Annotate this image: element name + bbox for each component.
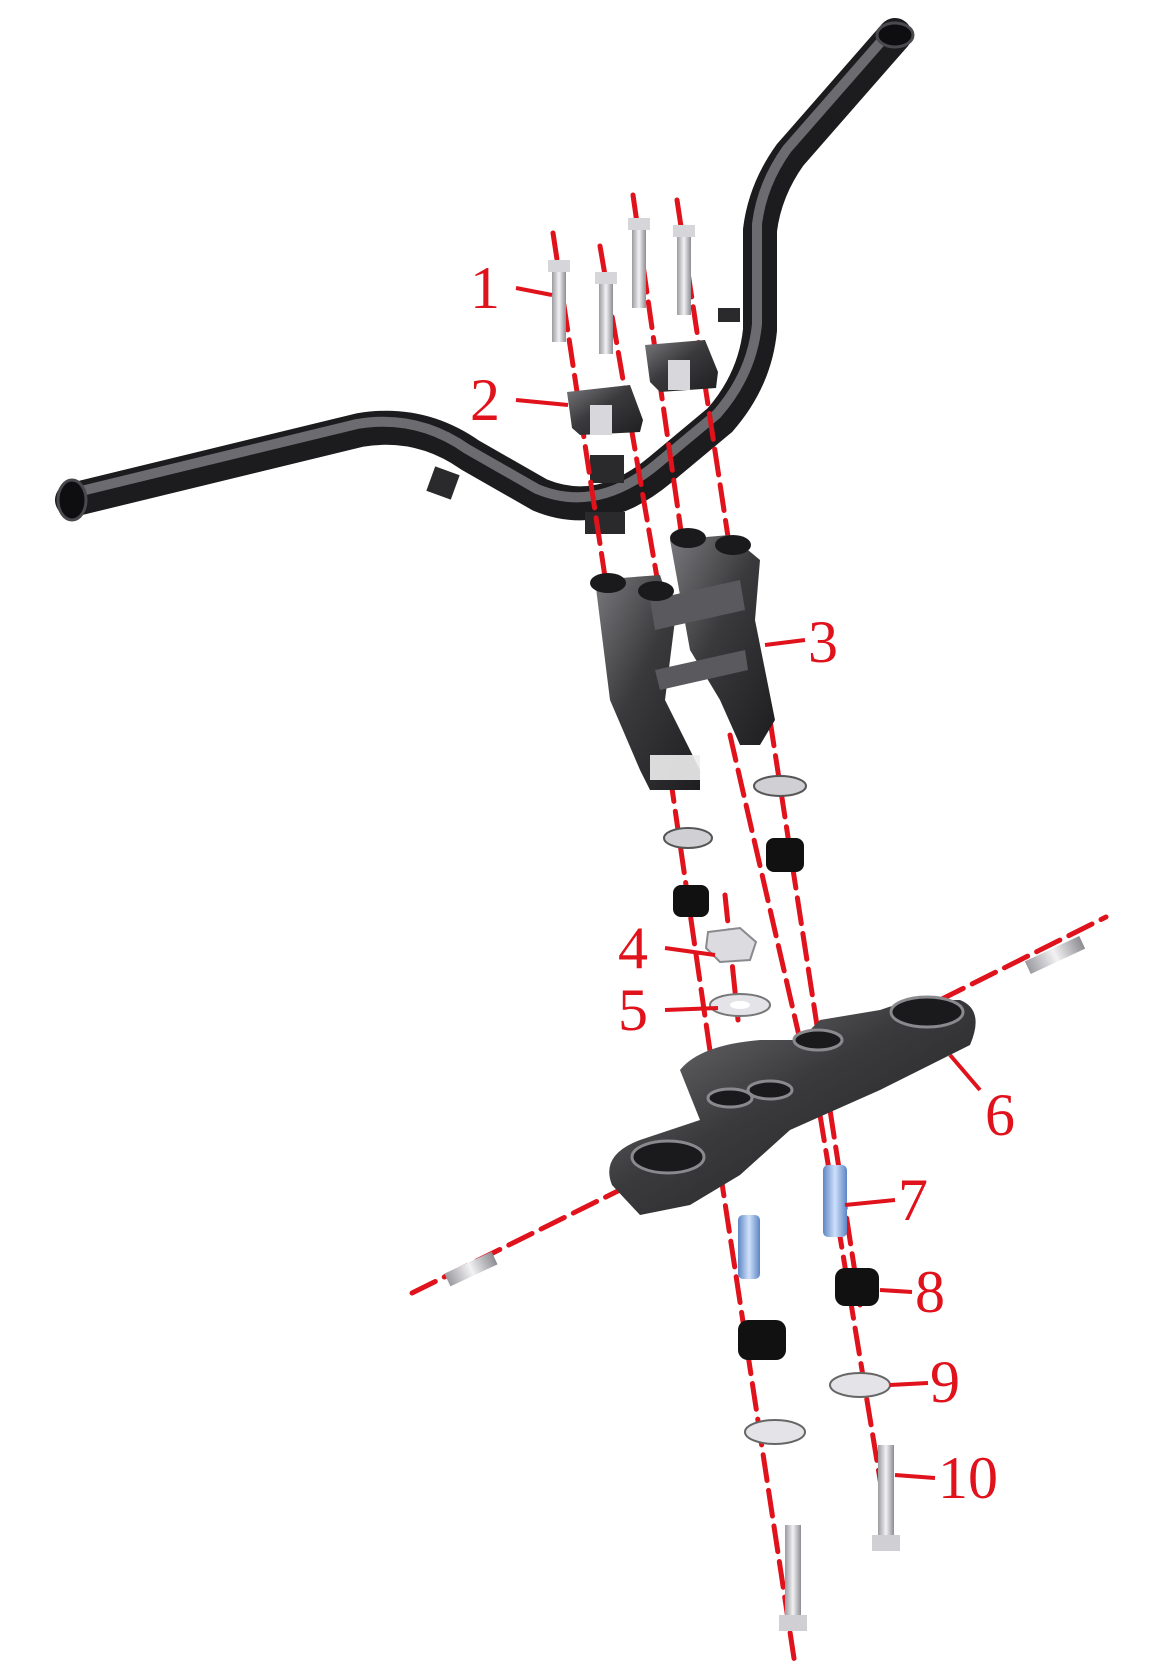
callout-1: 1	[470, 255, 500, 321]
callout-10: 10	[938, 1445, 998, 1511]
top-yoke	[609, 995, 976, 1215]
handlebar-clamp-upper-right	[645, 340, 718, 392]
callout-8: 8	[915, 1259, 945, 1325]
riser-bushings	[663, 775, 807, 917]
explosion-axes	[409, 192, 1109, 1668]
lower-bushings	[738, 1268, 879, 1360]
stem-nut	[704, 926, 758, 964]
callout-4: 4	[618, 915, 648, 981]
callout-7: 7	[898, 1167, 928, 1233]
callout-2: 2	[470, 367, 500, 433]
callout-3: 3	[808, 609, 838, 675]
stem-washer	[709, 993, 771, 1017]
callout-9: 9	[930, 1349, 960, 1415]
lower-washers	[744, 1372, 891, 1445]
handlebar	[55, 18, 915, 534]
pinch-bolts	[444, 935, 1086, 1287]
riser-assembly	[590, 528, 775, 790]
callout-6: 6	[985, 1082, 1015, 1148]
callout-leaders	[515, 286, 982, 1480]
lower-bolts	[779, 1445, 900, 1631]
handlebar-clamp-upper-left	[567, 385, 643, 435]
riser-bolts	[548, 218, 695, 354]
spacers	[738, 1165, 847, 1279]
callout-5: 5	[618, 977, 648, 1043]
